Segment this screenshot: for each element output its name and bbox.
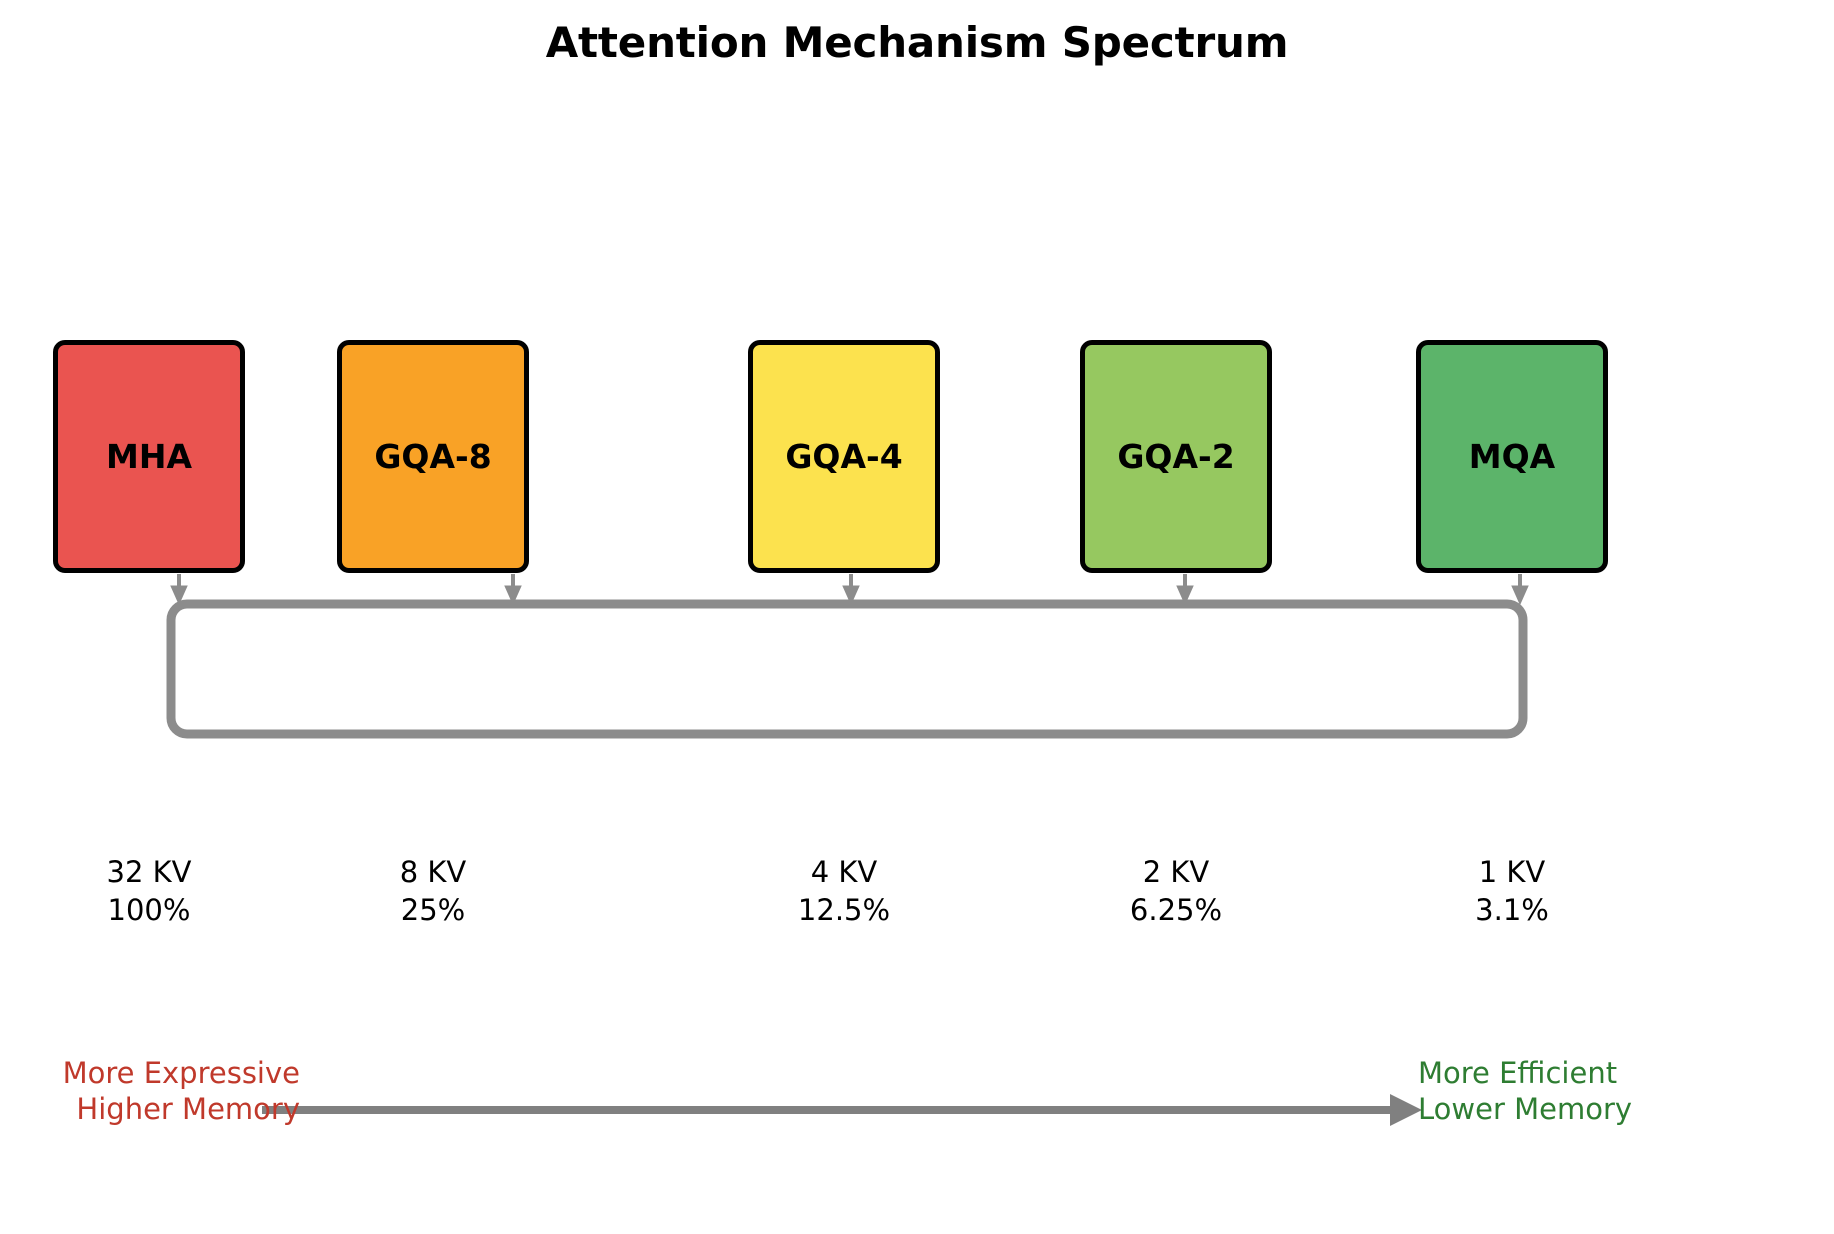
metric-kv-gqa8: 8 KV	[399, 855, 467, 889]
node-box-gqa8[interactable]: GQA-8	[337, 340, 529, 573]
node-label-gqa8: GQA-8	[374, 437, 492, 476]
metric-pct-gqa4: 12.5%	[797, 893, 891, 928]
node-box-mqa[interactable]: MQA	[1416, 340, 1608, 573]
metric-mqa: 1 KV 3.1%	[1416, 853, 1608, 930]
arrow-gqa4	[842, 574, 860, 606]
node-label-mqa: MQA	[1468, 437, 1556, 476]
axis-note-expressive-line2: Higher Memory	[76, 1092, 300, 1127]
node-label-gqa2: GQA-2	[1117, 437, 1235, 476]
axis-note-efficient-line2: Lower Memory	[1418, 1092, 1633, 1127]
node-label-gqa4: GQA-4	[785, 437, 903, 476]
metric-gqa2: 2 KV 6.25%	[1080, 853, 1272, 930]
metric-pct-gqa2: 6.25%	[1129, 893, 1223, 928]
metric-gqa8: 8 KV 25%	[337, 853, 529, 930]
axis-note-efficient-line1: More Efficient	[1418, 1056, 1618, 1090]
axis-note-expressive: More Expressive Higher Memory	[0, 1055, 300, 1128]
arrow-gqa2	[1176, 574, 1194, 606]
axis-note-efficient: More Efficient Lower Memory	[1418, 1055, 1818, 1128]
metric-gqa4: 4 KV 12.5%	[748, 853, 940, 930]
metric-kv-mha: 32 KV	[106, 855, 192, 889]
connector-rail	[166, 599, 1528, 739]
arrow-mqa	[1511, 574, 1529, 606]
node-box-gqa4[interactable]: GQA-4	[748, 340, 940, 573]
metric-kv-gqa2: 2 KV	[1142, 855, 1210, 889]
node-box-gqa2[interactable]: GQA-2	[1080, 340, 1272, 573]
metric-pct-gqa8: 25%	[400, 893, 466, 928]
node-box-mha[interactable]: MHA	[53, 340, 245, 573]
box-to-rail-arrows	[170, 574, 1529, 606]
axis-note-expressive-line1: More Expressive	[62, 1056, 300, 1090]
metric-mha: 32 KV 100%	[53, 853, 245, 930]
spectrum-axis-arrow	[262, 1094, 1422, 1126]
page-title: Attention Mechanism Spectrum	[545, 18, 1289, 67]
metric-kv-mqa: 1 KV	[1478, 855, 1546, 889]
arrow-mha	[170, 574, 188, 606]
arrow-gqa8	[504, 574, 522, 606]
metric-kv-gqa4: 4 KV	[810, 855, 878, 889]
node-label-mha: MHA	[106, 437, 192, 476]
metric-pct-mqa: 3.1%	[1475, 893, 1549, 928]
metric-pct-mha: 100%	[107, 893, 191, 928]
